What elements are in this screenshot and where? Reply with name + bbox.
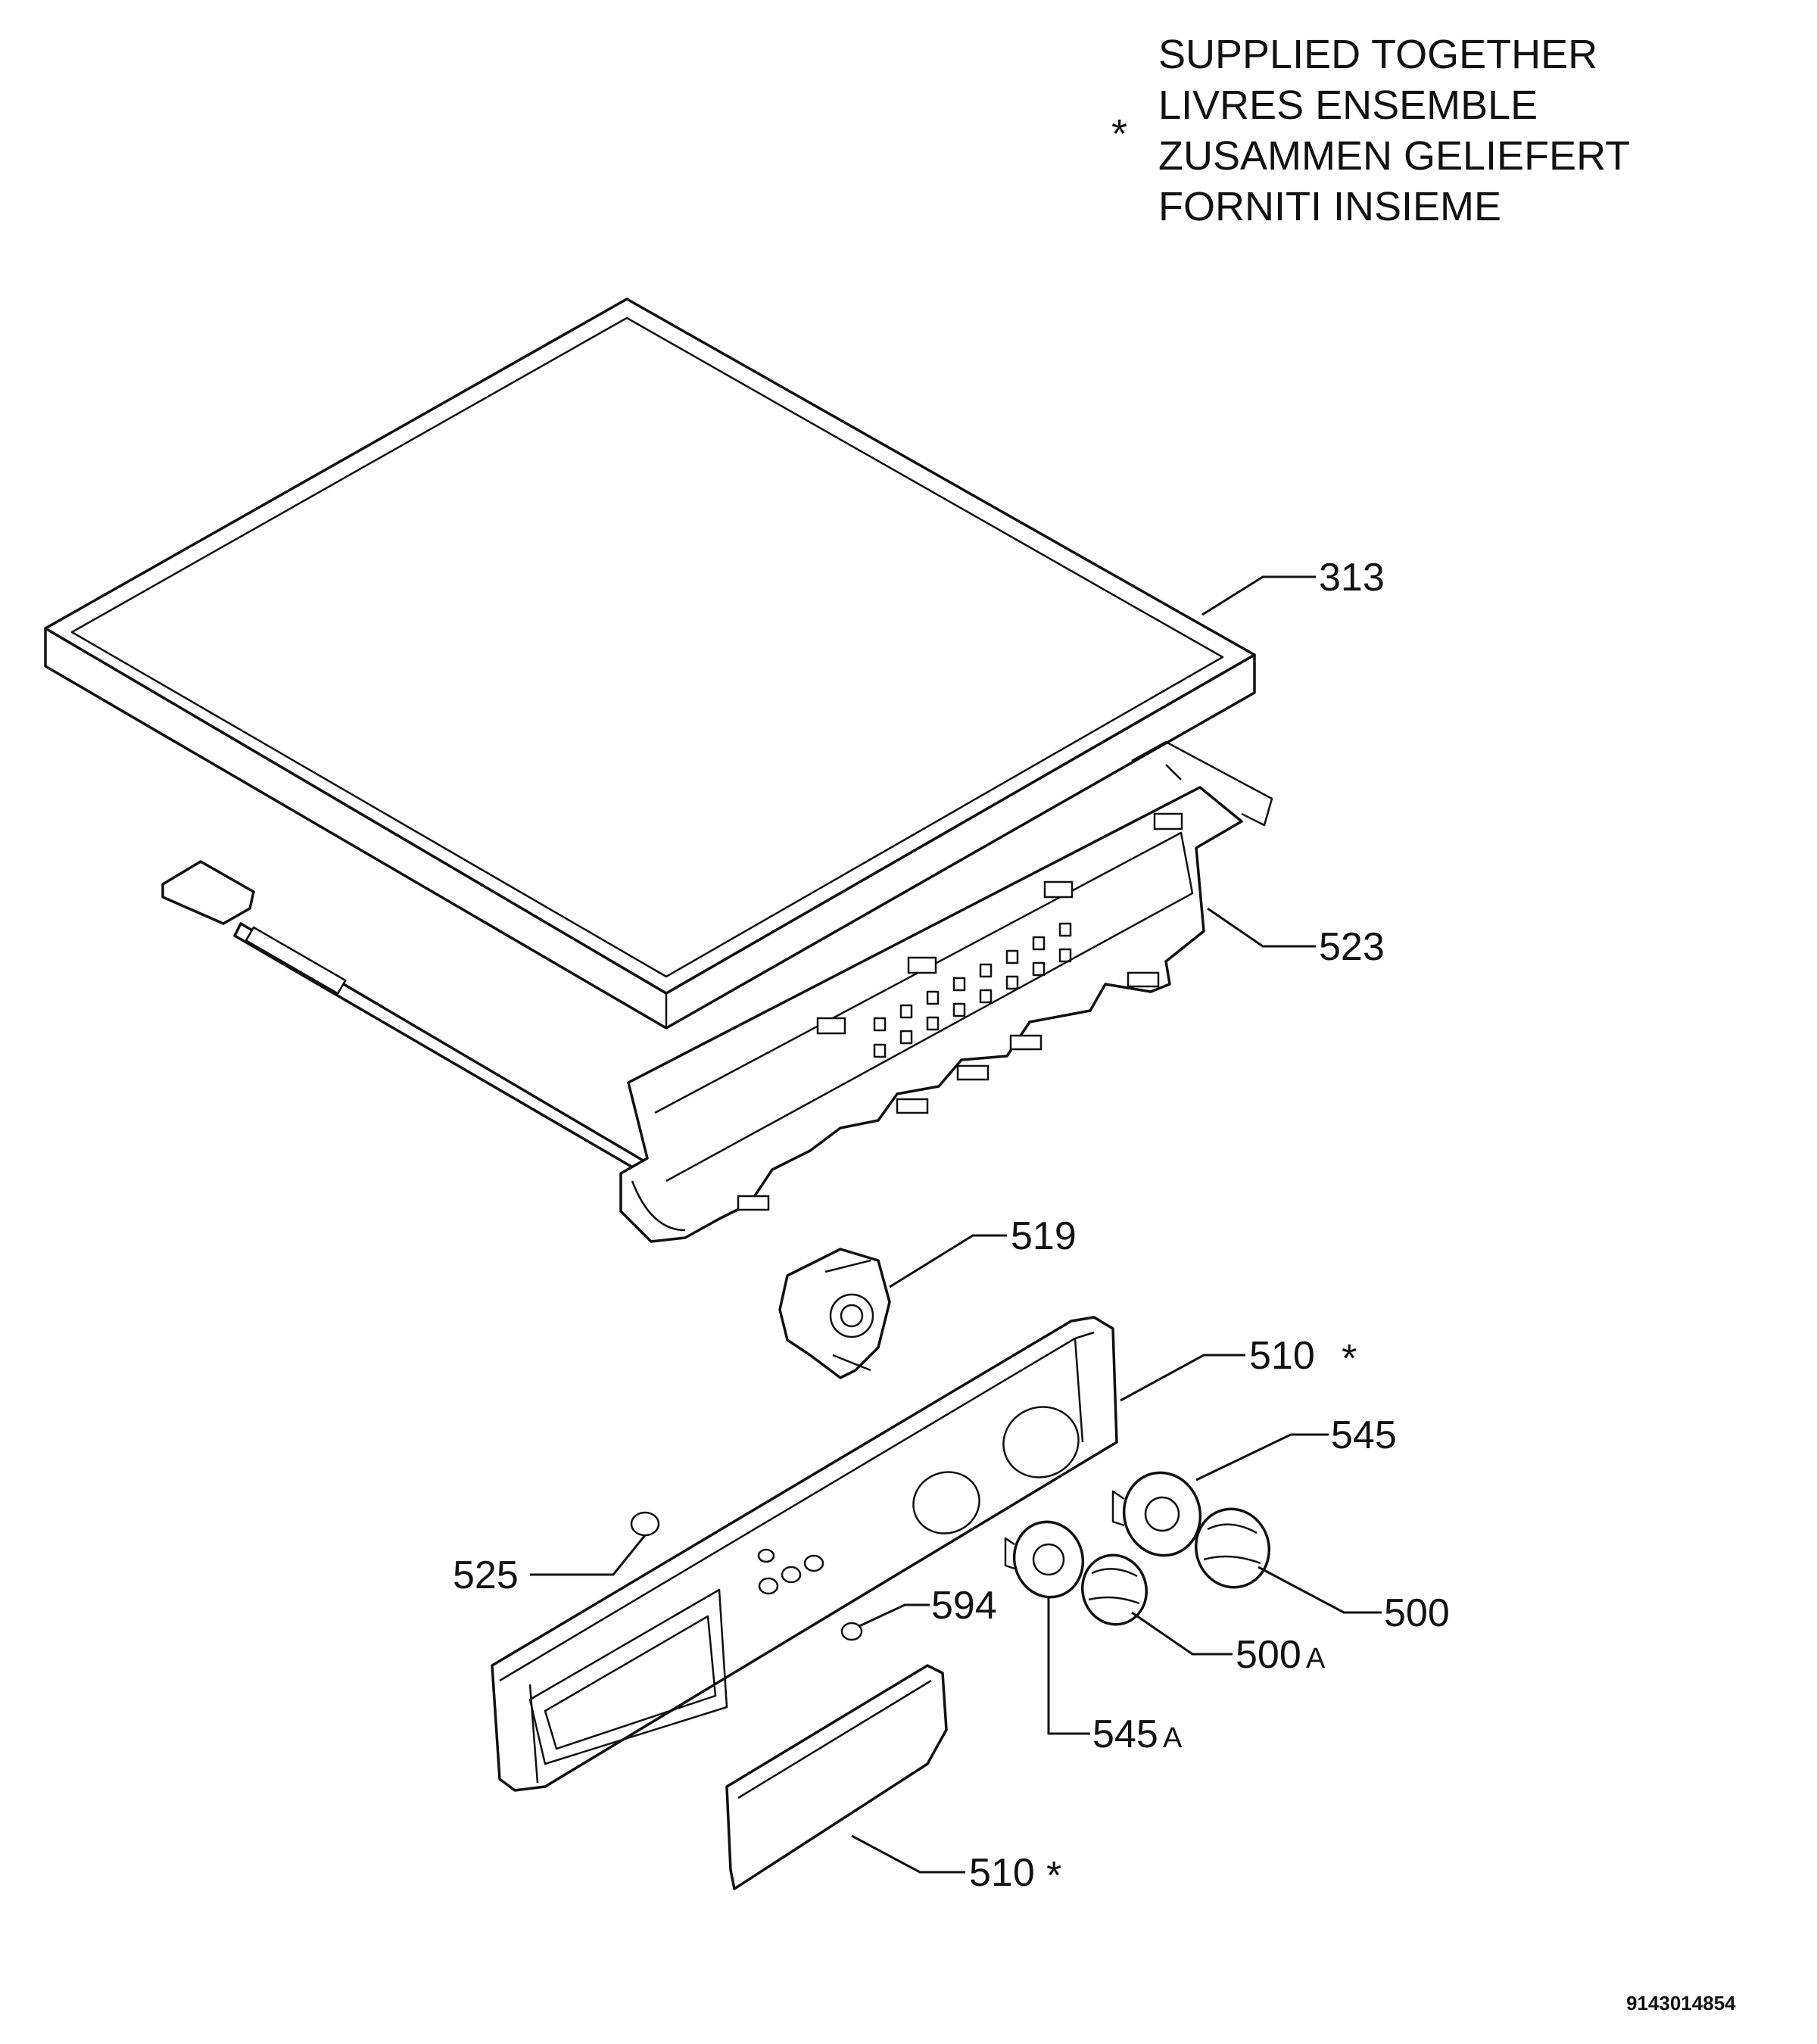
legend-line-1: SUPPLIED TOGETHER [1158, 32, 1597, 77]
callout-313: 313 [1319, 556, 1385, 600]
part-510-control-panel [491, 1316, 1118, 1792]
callout-525: 525 [453, 1553, 519, 1597]
callout-500a-suffix: A [1306, 1643, 1326, 1675]
callout-510-drawer: 510 [969, 1851, 1035, 1895]
callout-519: 519 [1011, 1214, 1077, 1258]
callout-545a-suffix: A [1163, 1722, 1183, 1754]
part-523-frame [161, 740, 1273, 1243]
callout-labels: 313 523 519 510 * 545 525 594 500 500 A … [453, 556, 1450, 1898]
callout-510-drawer-mark: * [1046, 1854, 1061, 1898]
callout-500a: 500 [1236, 1633, 1301, 1677]
callout-510-panel: 510 [1249, 1334, 1315, 1378]
callout-545: 545 [1331, 1413, 1397, 1457]
callout-510-panel-mark: * [1342, 1337, 1357, 1381]
part-510-drawer-front [725, 1664, 948, 1890]
part-313-top-lid [44, 298, 1256, 1030]
part-500a-knob [1080, 1553, 1148, 1626]
part-545-knob-base [1111, 1471, 1202, 1557]
part-519-bracket [778, 1248, 891, 1379]
legend-line-4: FORNITI INSIEME [1158, 184, 1501, 229]
part-594-light-pipe [840, 1622, 863, 1641]
callout-500: 500 [1384, 1591, 1450, 1635]
legend-line-3: ZUSAMMEN GELIEFERT [1158, 133, 1630, 179]
document-code: 9143014854 [1626, 1992, 1736, 2014]
part-500-knob [1194, 1507, 1271, 1589]
leader-lines [530, 575, 1382, 1874]
callout-594: 594 [931, 1584, 997, 1628]
legend-asterisk: * [1111, 111, 1127, 157]
legend: * SUPPLIED TOGETHER LIVRES ENSEMBLE ZUSA… [1111, 32, 1630, 229]
legend-line-2: LIVRES ENSEMBLE [1158, 83, 1538, 128]
callout-545a: 545 [1092, 1712, 1158, 1756]
part-545a-knob-base [1004, 1520, 1085, 1599]
callout-523: 523 [1319, 925, 1385, 969]
part-525-light-pipe [630, 1511, 660, 1537]
